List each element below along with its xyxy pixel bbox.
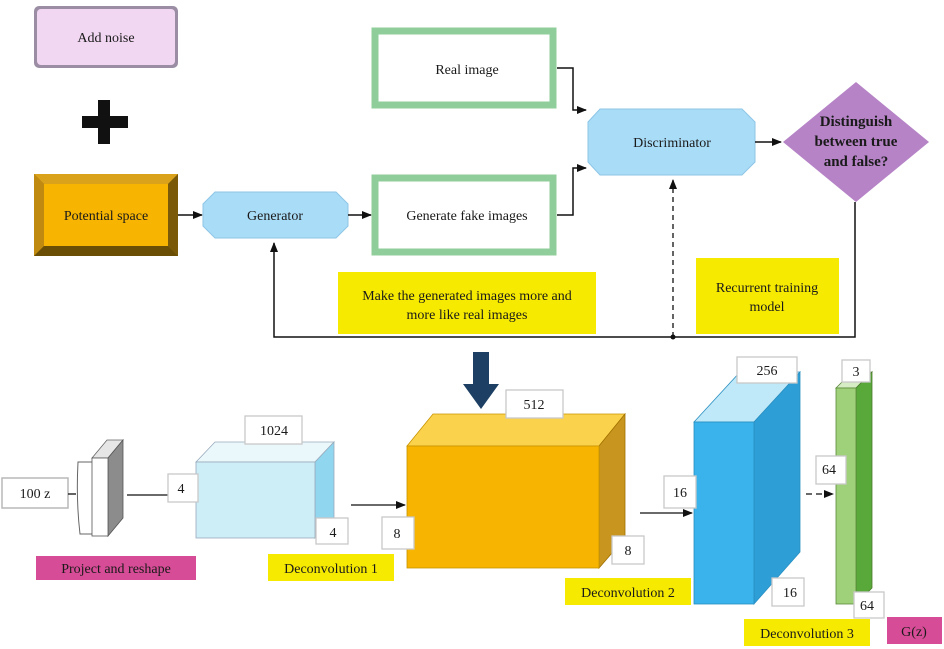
deconv1-label-box: Deconvolution 1 <box>268 554 394 581</box>
deconv3-height: 16 <box>673 486 687 501</box>
output-width: 64 <box>860 599 874 614</box>
deconv3-width-box <box>771 577 805 607</box>
deconv1-width: 4 <box>330 526 337 541</box>
deconv2-height: 8 <box>394 527 401 542</box>
deconv2-label-box: Deconvolution 2 <box>565 578 691 605</box>
deconv2-depth-box <box>505 389 564 419</box>
make-generated-line-2: more like real images <box>407 308 528 323</box>
input-z-box: 100 z <box>1 477 69 509</box>
output-block <box>835 371 873 605</box>
deconv1-depth: 1024 <box>260 424 288 439</box>
make-generated-line-1: Make the generated images more and <box>362 289 572 304</box>
output-height: 64 <box>822 463 836 478</box>
add-noise-box: Add noise <box>34 6 178 68</box>
discriminator-label: Discriminator <box>633 136 711 151</box>
arrow-feedback-loop <box>270 202 856 338</box>
deconv3-depth: 256 <box>757 364 778 379</box>
deconv1-height-box <box>167 473 199 503</box>
project-reshape-label-box: Project and reshape <box>36 556 196 580</box>
potential-space-label: Potential space <box>64 209 148 224</box>
plus-icon <box>82 100 128 144</box>
fake-images-label: Generate fake images <box>406 209 527 224</box>
gz-label: G(z) <box>901 625 927 640</box>
deconv2-width: 8 <box>625 544 632 559</box>
distinguish-diamond: Distinguish between true and false? <box>783 82 929 202</box>
generator-label: Generator <box>247 209 303 224</box>
fake-images-box: Generate fake images <box>371 174 557 256</box>
deconv3-label-box: Deconvolution 3 <box>744 619 870 646</box>
deconv1-label: Deconvolution 1 <box>284 562 378 577</box>
deconv3-label: Deconvolution 3 <box>760 627 854 642</box>
distinguish-line-2: between true <box>815 134 898 150</box>
distinguish-line-3: and false? <box>824 154 889 170</box>
arrow-real-discriminator <box>557 67 587 114</box>
recurrent-training-note: Recurrent training model <box>696 258 839 334</box>
deconv1-height: 4 <box>178 482 185 497</box>
deconv3-block <box>693 370 801 606</box>
output-depth-box <box>841 359 871 383</box>
project-slab <box>76 438 124 538</box>
input-z-label: 100 z <box>20 487 51 502</box>
deconv2-label: Deconvolution 2 <box>581 586 675 601</box>
deconv3-height-box <box>663 475 697 509</box>
deconv3-depth-box <box>736 356 798 384</box>
add-noise-label: Add noise <box>77 31 134 46</box>
make-generated-note: Make the generated images more and more … <box>338 272 596 334</box>
gz-label-box: G(z) <box>887 617 942 644</box>
real-image-label: Real image <box>435 63 498 78</box>
deconv1-block <box>195 440 335 540</box>
arrow-fake-discriminator <box>557 164 587 216</box>
distinguish-line-1: Distinguish <box>820 114 893 130</box>
output-width-box <box>853 591 885 619</box>
deconv1-depth-box <box>244 415 303 445</box>
project-reshape-label: Project and reshape <box>61 562 171 577</box>
real-image-box: Real image <box>371 27 557 109</box>
discriminator-box: Discriminator <box>587 108 756 176</box>
deconv2-depth: 512 <box>524 398 545 413</box>
deconv2-height-box <box>381 516 415 550</box>
potential-space-box: Potential space <box>34 174 178 256</box>
output-depth: 3 <box>853 365 860 380</box>
deconv1-width-box <box>315 517 349 545</box>
generator-box: Generator <box>202 191 349 239</box>
recurrent-line-1: Recurrent training <box>716 281 818 296</box>
output-height-box <box>815 455 847 485</box>
down-arrow-icon <box>463 352 499 409</box>
deconv2-width-box <box>611 535 645 565</box>
deconv3-width: 16 <box>783 586 797 601</box>
deconv2-block <box>406 412 626 570</box>
recurrent-line-2: model <box>750 300 785 315</box>
loop-junction <box>670 334 676 340</box>
